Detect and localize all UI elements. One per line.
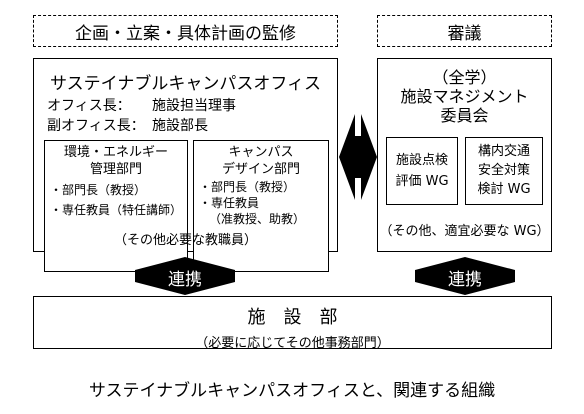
- dept-env-title: 環境・エネルギー 管理部門: [45, 144, 187, 178]
- dept-design-title-line2: デザイン部門: [221, 162, 300, 177]
- committee-title-line3: 委員会: [440, 106, 489, 125]
- wg-inspection-box: 施設点検 評価 WG: [386, 137, 458, 205]
- header-deliberation-label: 審議: [447, 23, 482, 44]
- office-head-label: オフィス長：: [47, 98, 131, 114]
- committee-footer: （その他、適宜必要な WG）: [379, 224, 550, 239]
- dept-env-item: ・部門長（教授）: [50, 183, 147, 197]
- link-left-label: 連携: [168, 270, 202, 290]
- committee-title-line1: （全学）: [432, 68, 497, 87]
- double-arrow-icon: [338, 112, 378, 202]
- office-box: サステイナブルキャンパスオフィス オフィス長： 施設担当理事 副オフィス長： 施…: [33, 58, 338, 272]
- header-planning: 企画・立案・具体計画の監修: [33, 15, 338, 47]
- dept-env-box: 環境・エネルギー 管理部門 ・部門長（教授） ・専任教員（特任講師）: [44, 140, 188, 272]
- dept-design-title-line1: キャンパス: [228, 145, 294, 160]
- wg-inspection-line2: 評価 WG: [395, 174, 449, 189]
- committee-box: （全学） 施設マネジメント 委員会 施設点検 評価 WG 構内交通 安全対策 検…: [377, 58, 552, 252]
- vertical-double-arrow-icon: [135, 257, 235, 295]
- wg-traffic-box: 構内交通 安全対策 検討 WG: [465, 137, 543, 205]
- dept-design-box: キャンパス デザイン部門 ・部門長（教授） ・専任教員 （准教授、助教）: [193, 140, 329, 272]
- office-title: サステイナブルキャンパスオフィス: [50, 74, 321, 94]
- wg-traffic-line1: 構内交通: [477, 144, 530, 159]
- link-arrow-right: 連携: [415, 257, 515, 295]
- dept-env-title-line1: 環境・エネルギー: [63, 145, 168, 160]
- dept-design-item: （准教授、助教）: [209, 212, 306, 226]
- office-deputy-value: 施設部長: [152, 118, 208, 134]
- wg-inspection-label: 施設点検 評価 WG: [387, 150, 457, 192]
- office-deputy-row: 副オフィス長： 施設部長: [47, 116, 208, 136]
- link-right-label: 連携: [448, 270, 482, 290]
- dept-env-title-line2: 管理部門: [89, 162, 142, 177]
- wg-traffic-line2: 安全対策: [477, 163, 530, 178]
- dept-design-item: ・専任教員: [199, 196, 260, 210]
- link-arrow-left: 連携: [135, 257, 235, 295]
- facilities-box: 施 設 部 （必要に応じてその他事務部門）: [33, 296, 552, 351]
- vertical-double-arrow-icon: [415, 257, 515, 295]
- committee-title: （全学） 施設マネジメント 委員会: [378, 68, 551, 125]
- office-head-row: オフィス長： 施設担当理事: [47, 96, 236, 116]
- office-footer: （その他必要な教職員）: [113, 233, 257, 248]
- office-head-value: 施設担当理事: [152, 98, 236, 114]
- figure-caption: サステイナブルキャンパスオフィスと、関連する組織: [88, 381, 496, 401]
- wg-traffic-label: 構内交通 安全対策 検討 WG: [466, 142, 542, 199]
- dept-design-list: ・部門長（教授） ・専任教員 （准教授、助教）: [194, 179, 328, 227]
- header-planning-label: 企画・立案・具体計画の監修: [75, 23, 296, 44]
- committee-title-line2: 施設マネジメント: [400, 87, 529, 106]
- dept-env-item: ・専任教員（特任講師）: [50, 203, 183, 217]
- office-deputy-label: 副オフィス長：: [47, 118, 145, 134]
- dept-env-list: ・部門長（教授） ・専任教員（特任講師）: [45, 180, 187, 220]
- header-deliberation: 審議: [377, 15, 552, 47]
- facilities-subtitle: （必要に応じてその他事務部門）: [195, 336, 390, 351]
- wg-traffic-line3: 検討 WG: [477, 182, 531, 197]
- wg-inspection-line1: 施設点検: [395, 153, 448, 168]
- dept-design-title: キャンパス デザイン部門: [194, 144, 328, 178]
- facilities-title: 施 設 部: [247, 307, 338, 328]
- dept-design-item: ・部門長（教授）: [199, 180, 296, 194]
